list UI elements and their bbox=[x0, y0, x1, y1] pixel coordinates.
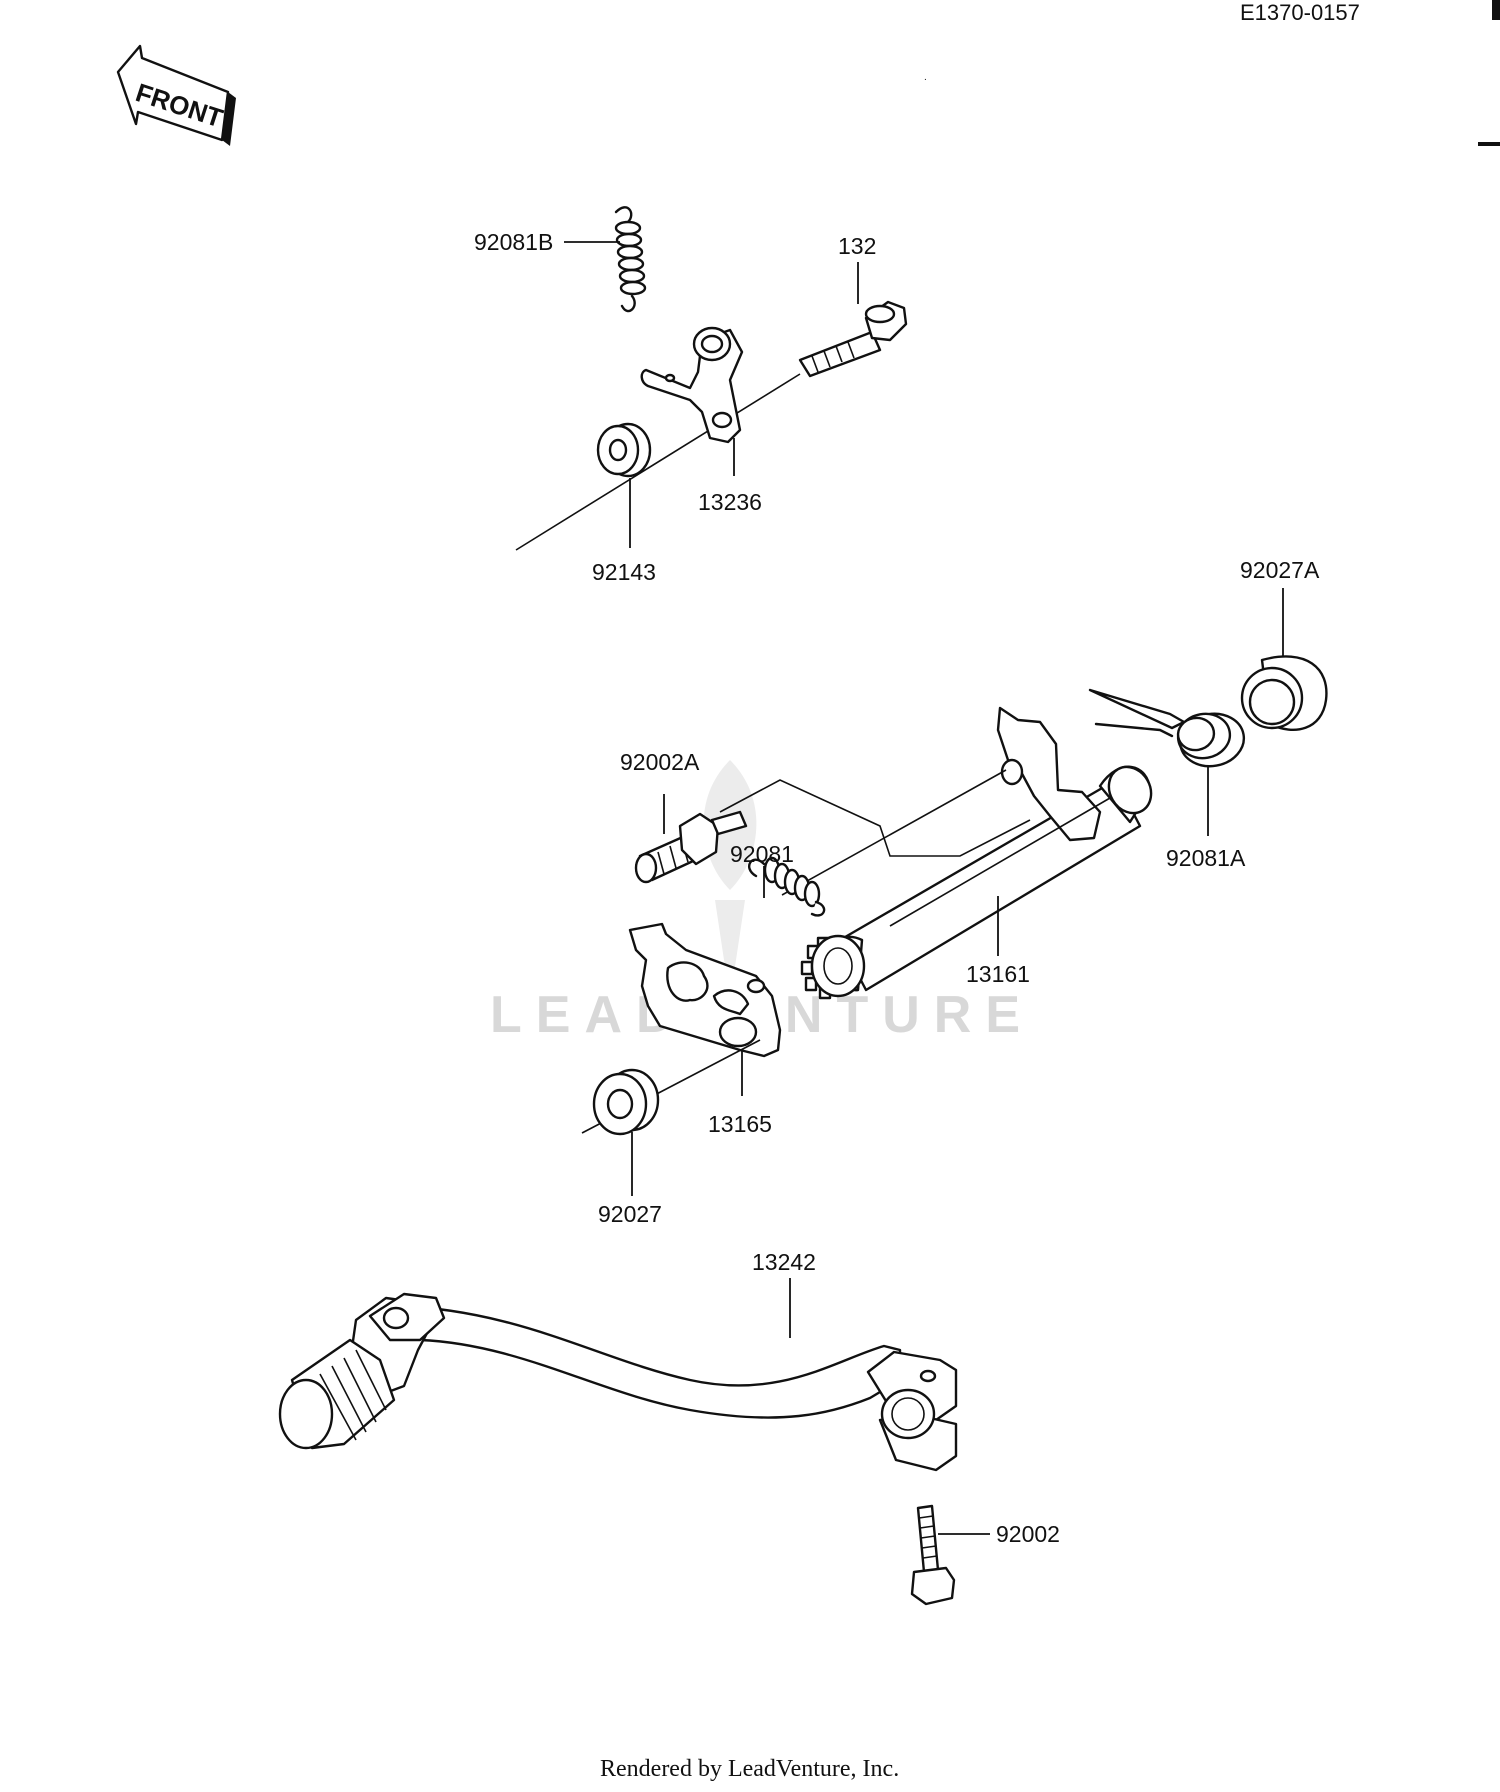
label-13236: 13236 bbox=[698, 489, 762, 515]
spring-92081B bbox=[614, 206, 647, 313]
label-92002A: 92002A bbox=[620, 749, 700, 775]
spring-92081 bbox=[748, 856, 826, 917]
spring-92081A bbox=[1088, 688, 1246, 768]
bushing-92027A bbox=[1240, 655, 1328, 731]
collar-92143 bbox=[596, 422, 652, 478]
leader-lines bbox=[564, 241, 1284, 1535]
footer-credit: Rendered by LeadVenture, Inc. bbox=[600, 1756, 899, 1782]
label-13165: 13165 bbox=[708, 1111, 772, 1137]
group-line bbox=[719, 779, 1031, 857]
label-13161: 13161 bbox=[966, 961, 1030, 987]
label-92027A: 92027A bbox=[1240, 557, 1320, 583]
label-92143: 92143 bbox=[592, 559, 656, 585]
label-132: 132 bbox=[838, 233, 876, 259]
edge-mark-mid bbox=[1478, 142, 1500, 146]
axis-line-upper bbox=[515, 373, 801, 551]
label-92081A: 92081A bbox=[1166, 845, 1246, 871]
svg-text:.: . bbox=[924, 72, 927, 83]
bolt-92002 bbox=[910, 1504, 956, 1606]
label-92081: 92081 bbox=[730, 841, 794, 867]
shaft-13161 bbox=[800, 706, 1153, 1000]
bushing-92027 bbox=[592, 1068, 660, 1136]
label-92081B: 92081B bbox=[474, 229, 553, 255]
diagram-code: E1370-0157 bbox=[1240, 0, 1360, 25]
front-arrow-icon: FRONT bbox=[116, 44, 236, 146]
pin-92002A bbox=[634, 810, 748, 884]
plate-13165 bbox=[628, 922, 782, 1058]
spring-link-line bbox=[781, 769, 1007, 896]
label-92027: 92027 bbox=[598, 1201, 662, 1227]
pedal-13242 bbox=[278, 1292, 958, 1472]
bolt-132 bbox=[798, 300, 908, 378]
edge-mark-top bbox=[1492, 0, 1500, 20]
label-13242: 13242 bbox=[752, 1249, 816, 1275]
lever-13236 bbox=[640, 326, 744, 444]
label-92002: 92002 bbox=[996, 1521, 1060, 1547]
